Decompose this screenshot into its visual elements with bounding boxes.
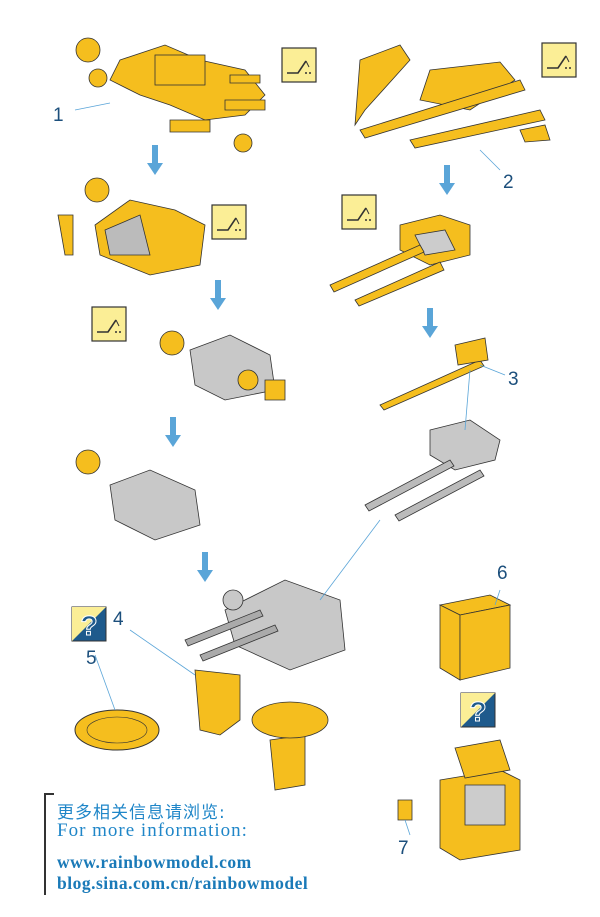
down-arrow-icon — [422, 308, 438, 338]
question-mark-icon — [460, 692, 496, 728]
step-number-5: 5 — [86, 648, 97, 669]
step-number-2: 2 — [503, 172, 514, 193]
down-arrow-icon — [210, 280, 226, 310]
part-step4-shields — [194, 669, 329, 791]
info-bracket — [44, 793, 54, 895]
question-mark-icon — [71, 606, 107, 642]
info-english: For more information: — [57, 820, 248, 841]
part-step7-open-box — [397, 739, 521, 861]
step-number-1: 1 — [53, 105, 64, 126]
assembly-step1b — [57, 177, 206, 276]
final-assembly — [184, 579, 346, 671]
leader-lines — [74, 102, 506, 836]
assembly-step2b — [329, 214, 471, 307]
bend-part-icon — [341, 194, 377, 230]
info-chinese: 更多相关信息请浏览: — [57, 803, 226, 823]
bend-part-icon — [211, 204, 247, 240]
part-step5-ring — [74, 709, 160, 751]
down-arrow-icon — [147, 145, 163, 175]
step-number-6: 6 — [497, 563, 508, 584]
down-arrow-icon — [197, 552, 213, 582]
bend-part-icon — [541, 42, 577, 78]
part-sheet-step2 — [354, 44, 551, 149]
down-arrow-icon — [165, 417, 181, 447]
bend-part-icon — [91, 306, 127, 342]
blog-link[interactable]: blog.sina.com.cn/rainbowmodel — [57, 873, 309, 893]
down-arrow-icon — [439, 165, 455, 195]
part-step6-ammo-box — [438, 594, 512, 681]
part-sheet-step1 — [75, 37, 266, 153]
website-link[interactable]: www.rainbowmodel.com — [57, 852, 252, 872]
step-number-3: 3 — [508, 369, 519, 390]
step-number-7: 7 — [398, 838, 409, 859]
assembly-step1d — [75, 449, 201, 541]
assembly-step2c — [364, 419, 501, 522]
step-number-4: 4 — [113, 609, 124, 630]
part-step3 — [379, 337, 489, 411]
assembly-step1c — [159, 330, 286, 401]
bend-part-icon — [281, 47, 317, 83]
